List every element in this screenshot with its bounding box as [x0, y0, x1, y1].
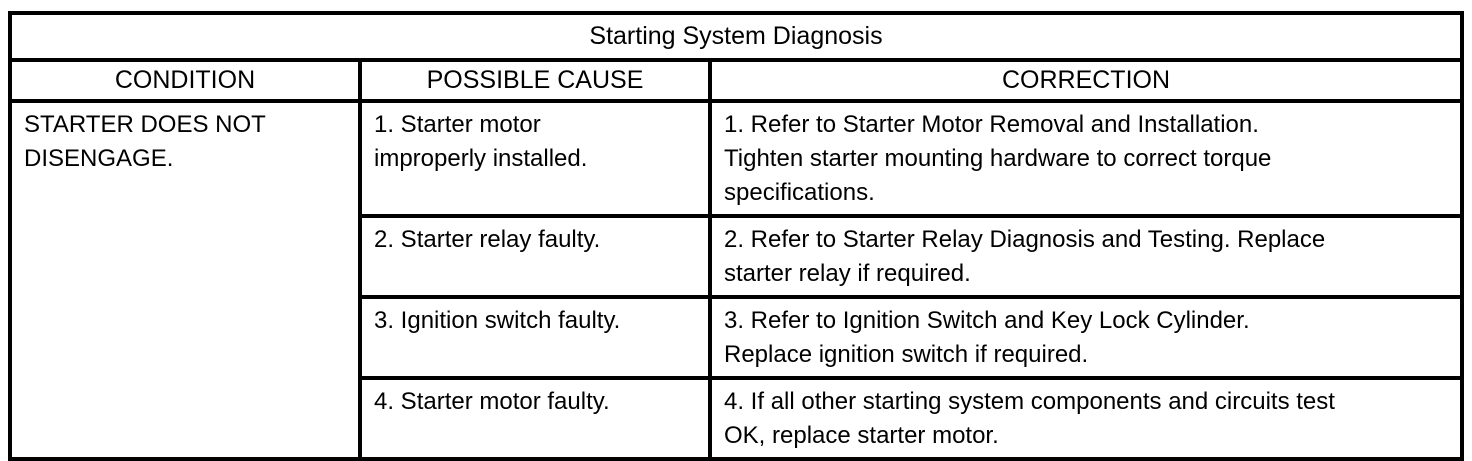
table-row: 2. Starter relay faulty. 2. Refer to Sta… — [10, 214, 1464, 299]
table-row: 3. Ignition switch faulty. 3. Refer to I… — [10, 295, 1464, 380]
condition-cell: STARTER DOES NOT DISENGAGE. — [8, 99, 362, 461]
cause-cell-4: 4. Starter motor faulty. — [358, 376, 712, 461]
title-row: Starting System Diagnosis — [8, 11, 1464, 62]
correction-cell-4: 4. If all other starting system componen… — [708, 376, 1464, 461]
table-title: Starting System Diagnosis — [8, 11, 1464, 62]
starting-system-diagnosis-table: Starting System Diagnosis CONDITION POSS… — [8, 11, 1464, 461]
cause-cell-2: 2. Starter relay faulty. — [358, 214, 712, 299]
correction-cell-3: 3. Refer to Ignition Switch and Key Lock… — [708, 295, 1464, 380]
cause-cell-3: 3. Ignition switch faulty. — [358, 295, 712, 380]
table-row: 4. Starter motor faulty. 4. If all other… — [10, 376, 1464, 461]
correction-cell-1: 1. Refer to Starter Motor Removal and In… — [708, 99, 1464, 218]
column-header-condition: CONDITION — [8, 58, 362, 103]
cause-cell-1: 1. Starter motor improperly installed. — [358, 99, 712, 218]
column-header-correction: CORRECTION — [708, 58, 1464, 103]
table-row: STARTER DOES NOT DISENGAGE. 1. Starter m… — [8, 99, 1464, 461]
correction-cell-2: 2. Refer to Starter Relay Diagnosis and … — [708, 214, 1464, 299]
header-row: CONDITION POSSIBLE CAUSE CORRECTION — [8, 58, 1464, 103]
column-header-possible-cause: POSSIBLE CAUSE — [358, 58, 712, 103]
